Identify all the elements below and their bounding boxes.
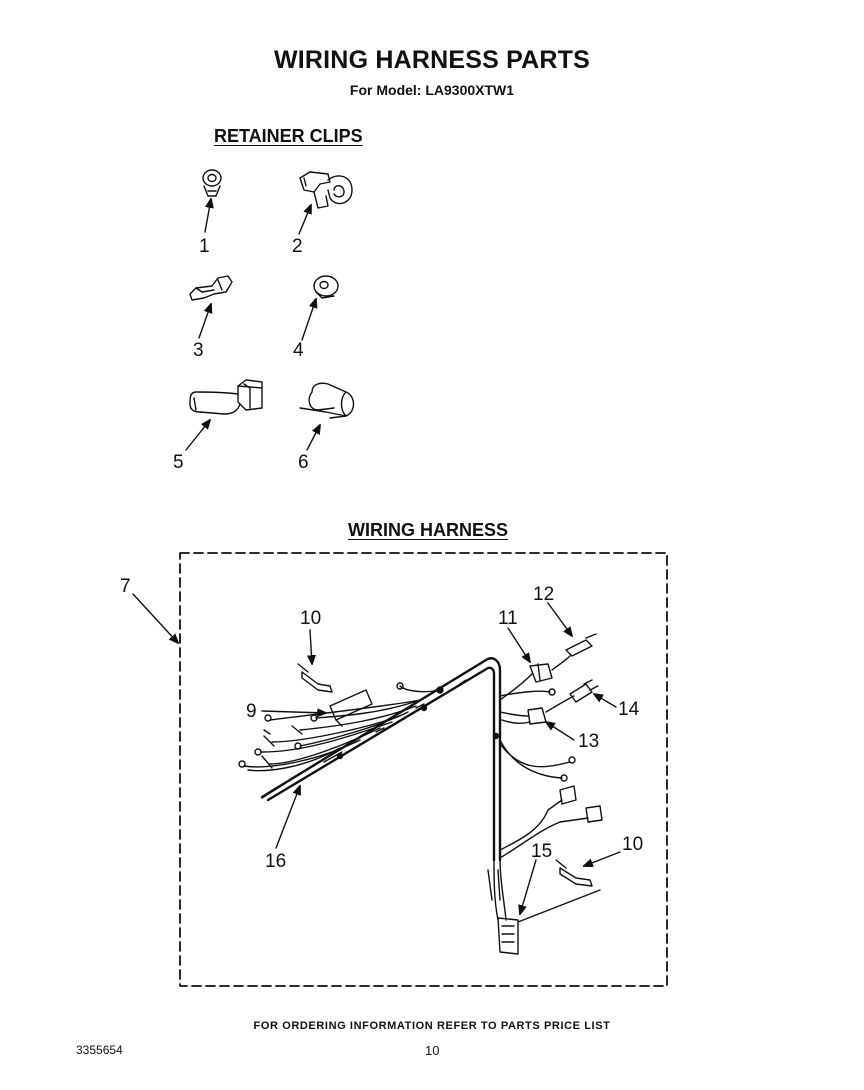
leader-arrow-4 bbox=[301, 299, 316, 341]
callout-15: 15 bbox=[531, 841, 553, 862]
callout-9: 9 bbox=[246, 701, 257, 722]
retainer-clip-5-drawing bbox=[189, 379, 263, 415]
callout-2: 2 bbox=[292, 236, 303, 257]
leader-arrow-2 bbox=[298, 205, 311, 235]
callout-4: 4 bbox=[293, 340, 304, 361]
callout-14: 14 bbox=[618, 699, 640, 720]
page-title: WIRING HARNESS PARTS bbox=[273, 46, 591, 74]
leader-arrow-15 bbox=[520, 859, 537, 914]
section-heading-retainer-clips: RETAINER CLIPS bbox=[214, 126, 363, 146]
leader-arrow-10-top bbox=[310, 629, 312, 664]
leader-arrow-12 bbox=[547, 602, 572, 636]
callout-7: 7 bbox=[120, 576, 131, 597]
leader-arrow-14 bbox=[594, 694, 617, 708]
retainer-clip-2-drawing bbox=[299, 171, 353, 209]
retainer-clip-1-drawing bbox=[202, 169, 222, 197]
callout-13: 13 bbox=[578, 731, 600, 752]
callout-10-bottom: 10 bbox=[622, 834, 644, 855]
callout-1: 1 bbox=[199, 236, 210, 257]
retainer-clip-6-drawing bbox=[299, 382, 355, 419]
callout-12: 12 bbox=[533, 584, 555, 605]
leader-arrow-7 bbox=[132, 593, 178, 643]
model-subtitle: For Model: LA9300XTW1 bbox=[349, 82, 515, 98]
leader-arrow-13 bbox=[546, 722, 575, 741]
callout-16: 16 bbox=[265, 851, 287, 872]
callout-11: 11 bbox=[498, 608, 518, 629]
callout-3: 3 bbox=[193, 340, 204, 361]
leader-arrow-9 bbox=[261, 711, 326, 713]
callout-5: 5 bbox=[173, 452, 184, 473]
leader-arrow-16 bbox=[275, 786, 300, 849]
section-heading-wiring-harness: WIRING HARNESS bbox=[348, 520, 509, 540]
callout-10-top: 10 bbox=[300, 608, 322, 629]
leader-arrow-5 bbox=[185, 420, 210, 451]
leader-arrow-11 bbox=[507, 627, 530, 662]
leader-arrow-10-bottom bbox=[584, 851, 621, 866]
harness-dashed-frame bbox=[179, 552, 668, 987]
leader-arrow-1 bbox=[204, 199, 211, 233]
callout-6: 6 bbox=[298, 452, 309, 473]
retainer-clip-3-drawing bbox=[189, 275, 233, 301]
leader-arrow-3 bbox=[198, 304, 211, 339]
ordering-info-note: FOR ORDERING INFORMATION REFER TO PARTS … bbox=[253, 1020, 611, 1032]
leader-arrow-6 bbox=[306, 425, 320, 451]
wiring-harness-drawing bbox=[238, 633, 603, 955]
page-number: 10 bbox=[425, 1043, 440, 1058]
retainer-clip-4-drawing bbox=[313, 275, 339, 299]
document-number: 3355654 bbox=[76, 1043, 123, 1057]
